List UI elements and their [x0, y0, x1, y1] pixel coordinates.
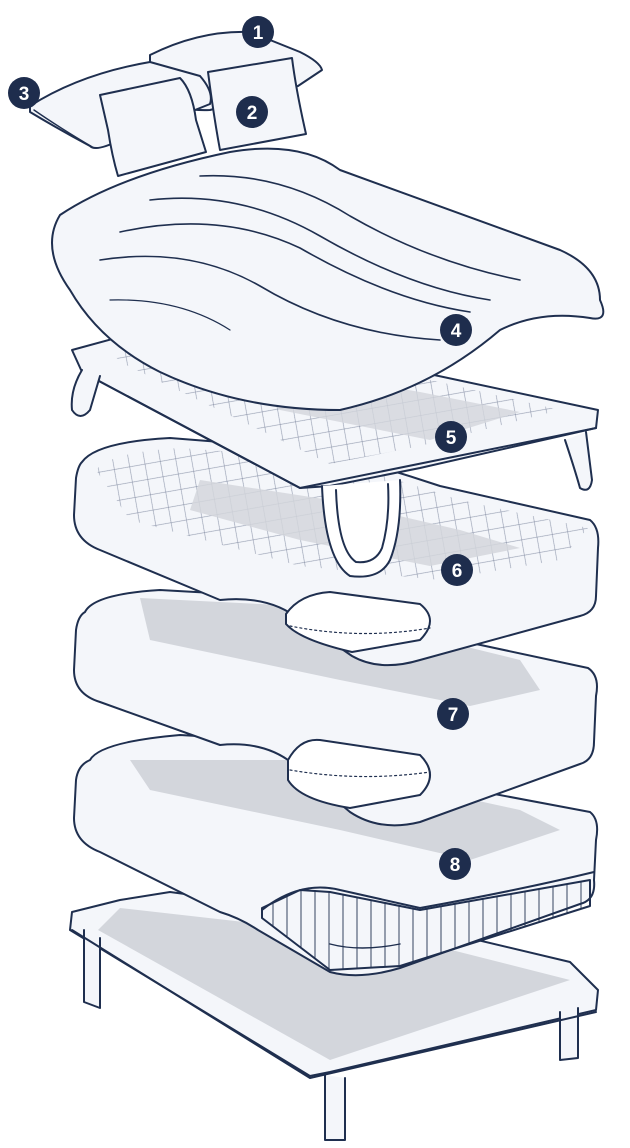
svg-text:3: 3: [19, 84, 30, 105]
svg-text:8: 8: [450, 855, 461, 876]
layer-badge-2: 2: [236, 96, 268, 128]
svg-text:1: 1: [253, 23, 264, 44]
layer-badge-7: 7: [437, 698, 469, 730]
svg-text:7: 7: [448, 705, 459, 726]
layer-badge-5: 5: [435, 421, 467, 453]
svg-text:2: 2: [247, 103, 258, 124]
layer-badge-4: 4: [440, 314, 472, 346]
svg-text:5: 5: [446, 428, 457, 449]
layer-badge-8: 8: [439, 848, 471, 880]
layer-badge-3: 3: [8, 77, 40, 109]
svg-text:6: 6: [452, 561, 463, 582]
layer-badge-1: 1: [242, 16, 274, 48]
layer-badge-6: 6: [441, 554, 473, 586]
svg-text:4: 4: [451, 321, 462, 342]
